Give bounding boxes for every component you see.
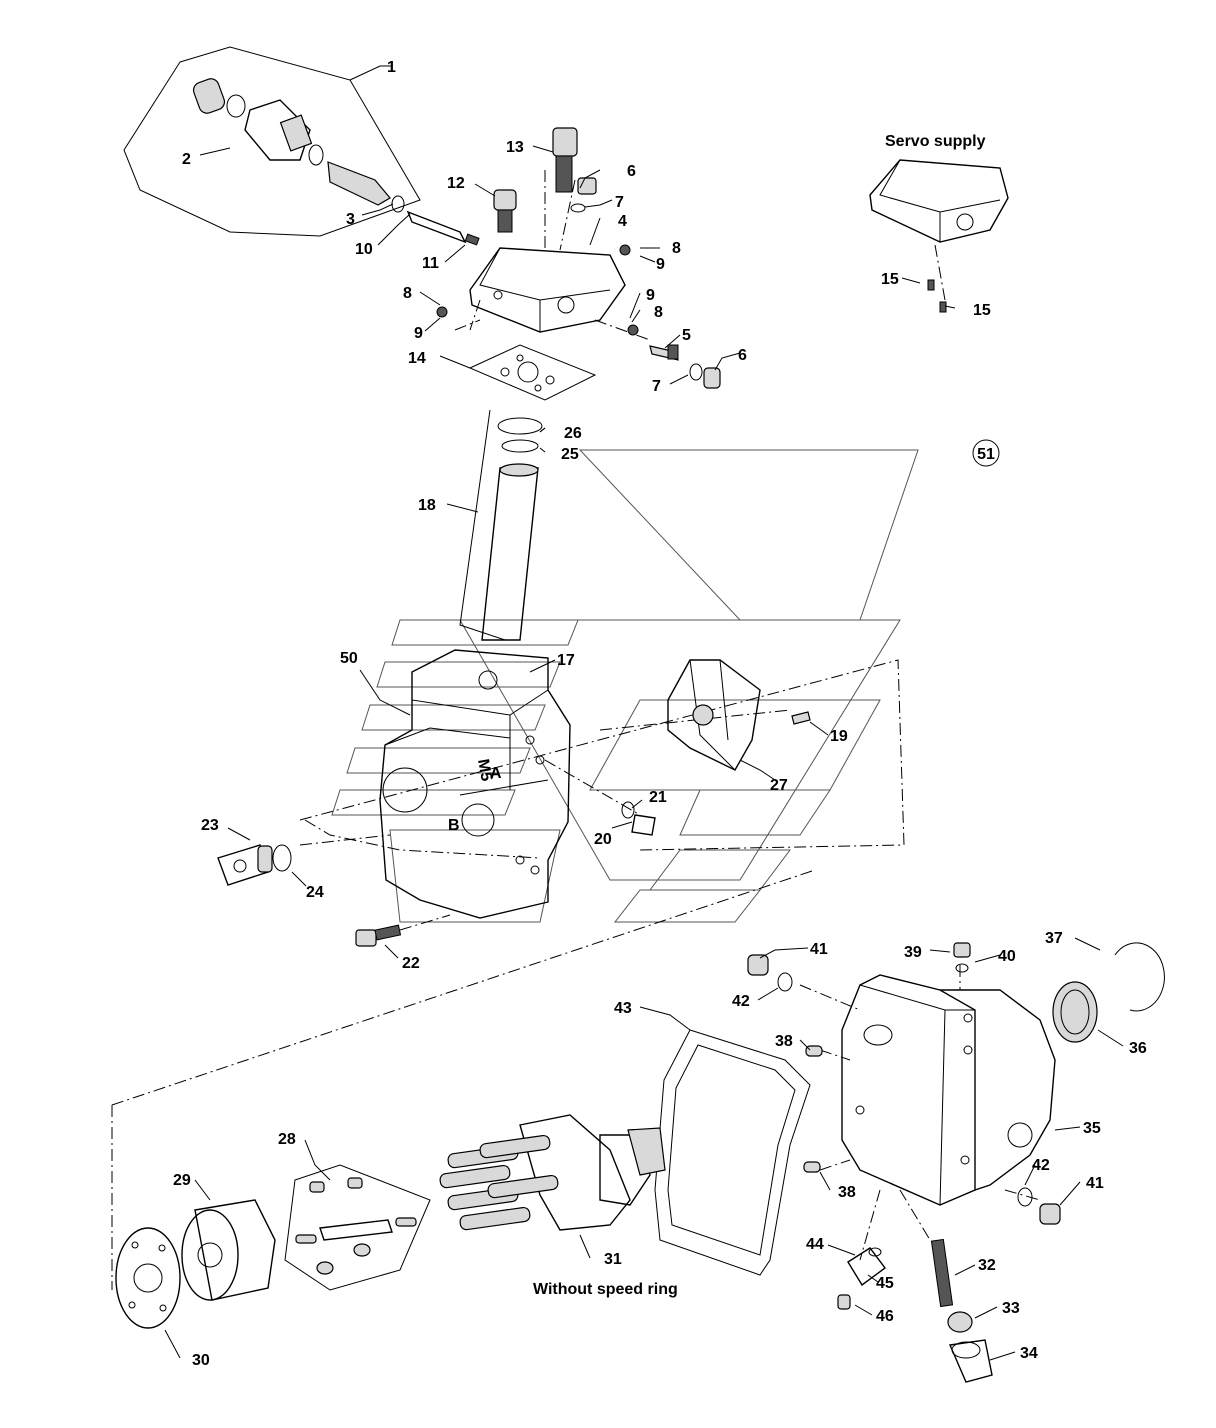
part-22-bolt: [355, 924, 402, 947]
callout-19: 19: [830, 728, 848, 745]
callout-18: 18: [418, 497, 436, 514]
callout-42b: 42: [1032, 1157, 1050, 1174]
callout-35: 35: [1083, 1120, 1101, 1137]
caption-without-speed-ring: Without speed ring: [533, 1281, 678, 1298]
callout-8c: 8: [654, 304, 663, 321]
part-28-slipper-group: [284, 1164, 431, 1291]
callout-44: 44: [806, 1236, 824, 1253]
callout-43: 43: [614, 1000, 632, 1017]
drawing-ref-circle: [972, 439, 1000, 467]
callout-41b: 41: [1086, 1175, 1104, 1192]
part-4-servo-block: [436, 244, 639, 336]
callout-9c: 9: [646, 287, 655, 304]
callout-38b: 38: [838, 1184, 856, 1201]
callout-numbers: 1 2 3 10 11 12 13 6 7 4 8 9 8 9 9 8 5 6 …: [173, 59, 1147, 1369]
callout-42a: 42: [732, 993, 750, 1010]
part-20-21: [621, 801, 656, 836]
callout-9a: 9: [656, 256, 665, 273]
callout-33: 33: [1002, 1300, 1020, 1317]
callout-8b: 8: [403, 285, 412, 302]
callout-32: 32: [978, 1257, 996, 1274]
part-29-cylinder-block: [181, 1199, 276, 1301]
callout-3: 3: [346, 211, 355, 228]
callout-24: 24: [306, 884, 324, 901]
part-27-cradle: [667, 659, 811, 771]
callout-15b: 15: [973, 302, 991, 319]
callout-45: 45: [876, 1275, 894, 1292]
callout-14: 14: [408, 350, 426, 367]
part-25-26-orings: [497, 417, 543, 453]
part-14-gasket: [468, 344, 597, 401]
callout-13: 13: [506, 139, 524, 156]
callout-41a: 41: [810, 941, 828, 958]
caption-servo-supply: Servo supply: [885, 133, 986, 150]
marking-port-b: B: [448, 817, 460, 834]
part-1-subassembly: [123, 46, 421, 237]
callout-8a: 8: [672, 240, 681, 257]
callout-11: 11: [422, 255, 439, 272]
alignment-lines: [111, 170, 1041, 1290]
callout-31: 31: [604, 1251, 622, 1268]
pistons: [439, 1134, 559, 1231]
part-18-tube: [459, 409, 539, 641]
part-17-valve-block: M5 A B: [379, 649, 571, 919]
callout-38a: 38: [775, 1033, 793, 1050]
callout-4: 4: [618, 213, 627, 230]
part-36-37-seals: [1052, 942, 1165, 1043]
callout-15a: 15: [881, 271, 899, 288]
callout-9b: 9: [414, 325, 423, 342]
part-10-11-pins: [406, 210, 480, 246]
callout-37: 37: [1045, 930, 1063, 947]
callout-30: 30: [192, 1352, 210, 1369]
callout-2: 2: [182, 151, 191, 168]
part-31-rotating-group: [439, 1114, 666, 1231]
callout-21: 21: [649, 789, 667, 806]
part-30-port-plate: [115, 1227, 181, 1329]
callout-29: 29: [173, 1172, 191, 1189]
callout-39: 39: [904, 944, 922, 961]
part-35-housing: [841, 974, 1056, 1206]
callout-40: 40: [998, 948, 1016, 965]
callout-46: 46: [876, 1308, 894, 1325]
servo-supply-block: [869, 159, 1009, 313]
callout-50: 50: [340, 650, 358, 667]
callout-6b: 6: [738, 347, 747, 364]
marking-m5: M5: [474, 758, 495, 783]
callout-5: 5: [682, 327, 691, 344]
part-23-24-plug: [217, 844, 292, 886]
callout-10: 10: [355, 241, 373, 258]
callout-25: 25: [561, 446, 579, 463]
callout-22: 22: [402, 955, 420, 972]
callout-17: 17: [557, 652, 575, 669]
callout-6a: 6: [627, 163, 636, 180]
watermark-logo: [331, 449, 919, 923]
part-38-42-fittings: [747, 942, 1061, 1225]
callout-7b: 7: [652, 378, 661, 395]
drawing-ref-label: 51: [977, 446, 995, 463]
part-32-33-34: [930, 1238, 993, 1383]
callout-1: 1: [387, 59, 396, 76]
leader-lines: [164, 65, 1124, 1361]
callout-36: 36: [1129, 1040, 1147, 1057]
callout-27: 27: [770, 777, 788, 794]
callout-12: 12: [447, 175, 465, 192]
callout-26: 26: [564, 425, 582, 442]
callout-23: 23: [201, 817, 219, 834]
part-43-gasket: [654, 1029, 811, 1276]
marking-port-a: A: [490, 765, 502, 782]
callout-34: 34: [1020, 1345, 1038, 1362]
callout-20: 20: [594, 831, 612, 848]
part-5-6-7-plug: [649, 344, 721, 389]
part-44-45-46: [837, 1247, 886, 1310]
callout-28: 28: [278, 1131, 296, 1148]
callout-7a: 7: [615, 194, 624, 211]
